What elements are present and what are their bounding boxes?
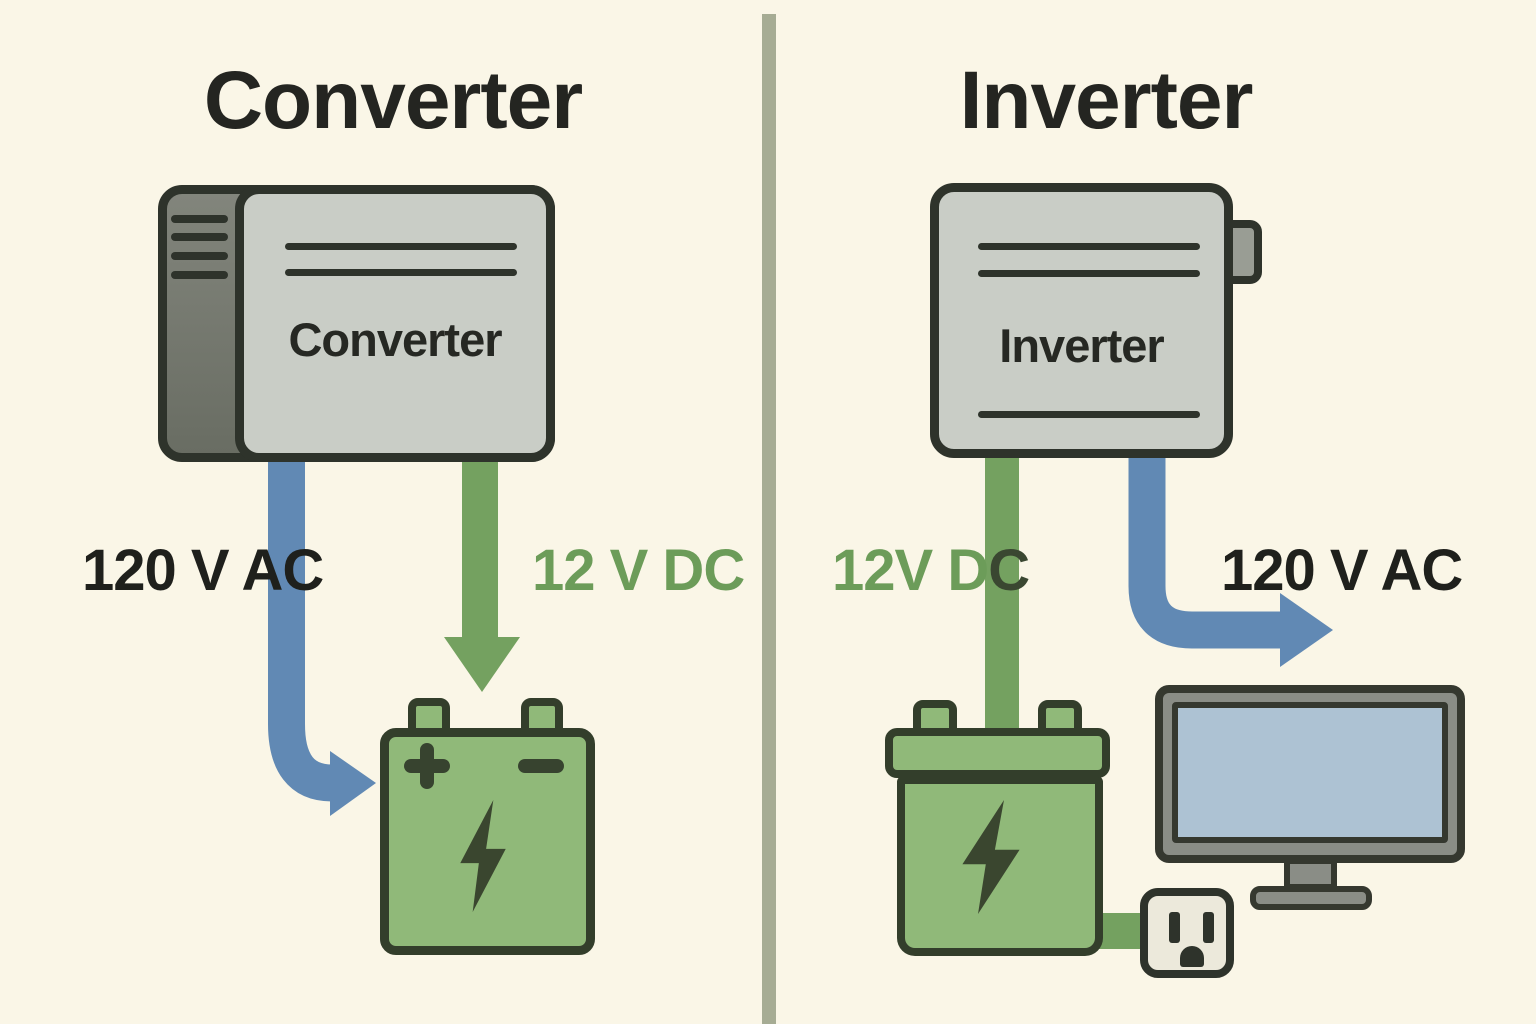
inverter-device-label: Inverter	[999, 319, 1164, 372]
converter-dc-arrow-head	[444, 637, 520, 692]
power-outlet-icon	[1140, 888, 1234, 978]
inverter-dc-voltage-label-overlap: C	[988, 538, 1030, 603]
converter-ac-arrow-shaft	[268, 455, 334, 802]
vent-slot-icon	[171, 252, 228, 260]
inverter-dc-voltage-label-main: 12V D	[832, 538, 989, 603]
lightning-bolt-icon	[962, 800, 1020, 914]
battery-outlet-connector	[1098, 913, 1146, 949]
converter-dc-arrow-shaft	[462, 455, 498, 639]
outlet-ground-hole	[1180, 946, 1204, 967]
inverter-dc-voltage-label: 12V DC	[832, 542, 1030, 600]
inverter-title: Inverter	[959, 55, 1254, 146]
faceplate-line	[285, 243, 517, 250]
vent-slot-icon	[171, 271, 228, 279]
minus-terminal-icon	[518, 759, 564, 773]
outlet-slot	[1169, 912, 1180, 943]
monitor-stand-base	[1250, 886, 1372, 910]
vent-slot-icon	[171, 233, 228, 241]
plus-terminal-icon	[420, 743, 434, 789]
inverter-ac-voltage-label: 120 V AC	[1221, 538, 1463, 603]
vent-slot-icon	[171, 215, 228, 223]
divider-line	[762, 14, 776, 1024]
converter-title: Converter	[203, 55, 583, 146]
faceplate-line	[978, 270, 1200, 277]
inverter-ac-arrow-head	[1280, 593, 1333, 667]
inverter-device: Inverter	[930, 183, 1233, 458]
converter-device: Converter	[158, 185, 555, 462]
converter-dc-voltage-label: 12 V DC	[532, 538, 745, 603]
monitor-icon	[1155, 685, 1465, 863]
faceplate-line	[978, 243, 1200, 250]
monitor-screen	[1172, 702, 1448, 843]
converter-device-label: Converter	[288, 313, 502, 366]
outlet-slot	[1203, 912, 1214, 943]
faceplate-line	[978, 411, 1200, 418]
lightning-bolt-icon	[460, 800, 506, 912]
converter-ac-arrow-head	[330, 751, 376, 816]
faceplate-line	[285, 269, 517, 276]
battery-cap	[885, 728, 1110, 778]
converter-faceplate: Converter	[235, 185, 555, 462]
converter-ac-voltage-label: 120 V AC	[82, 538, 324, 603]
